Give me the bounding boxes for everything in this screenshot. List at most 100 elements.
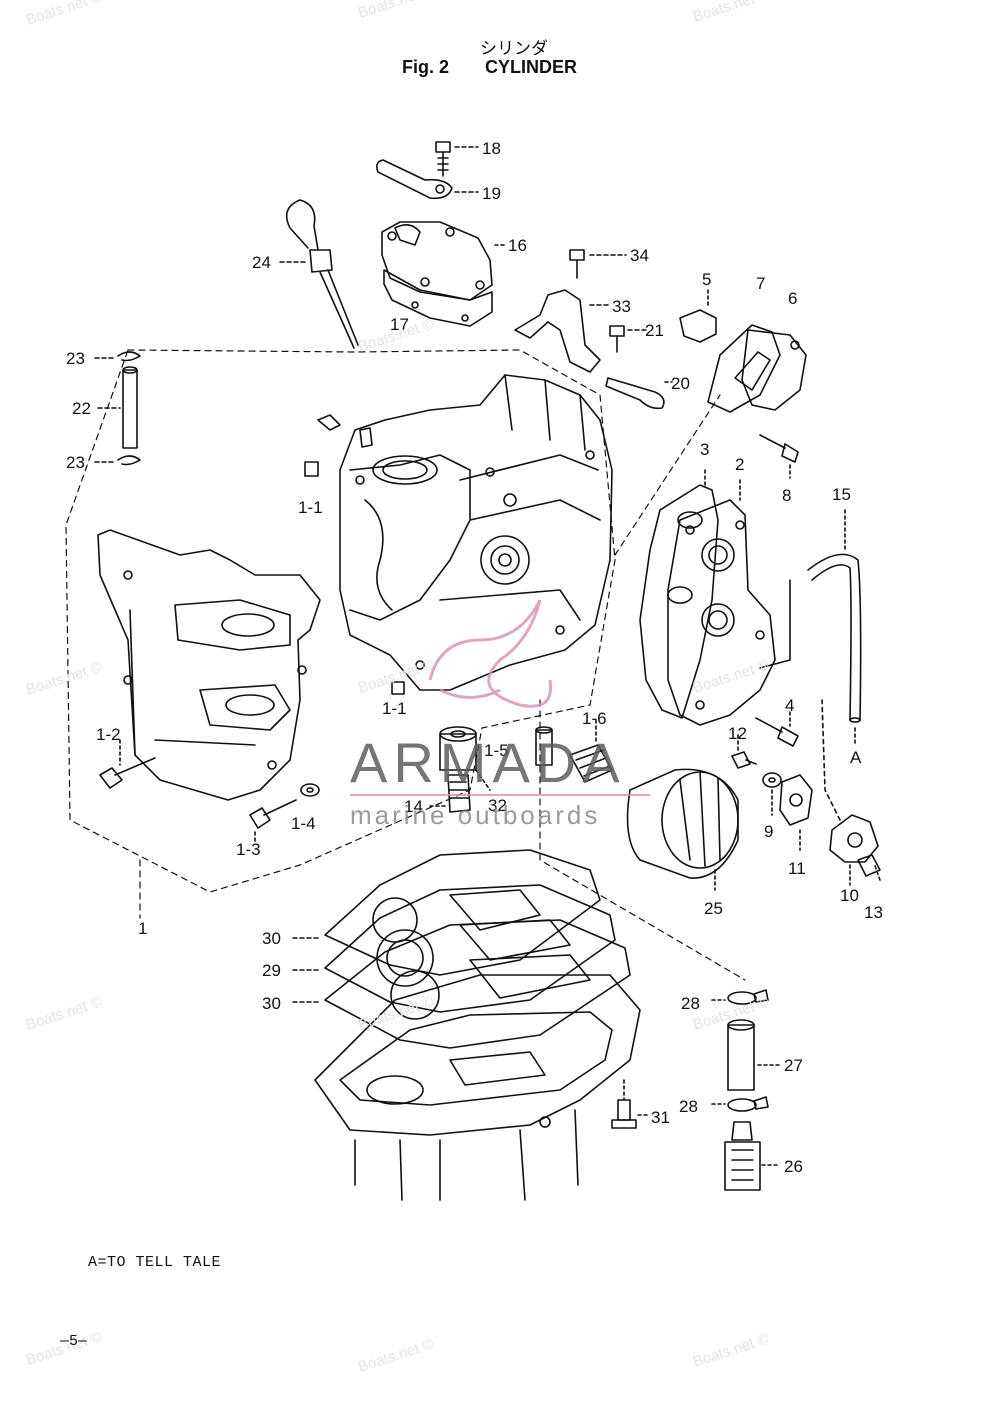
part-8-bolt bbox=[759, 434, 799, 479]
part-9-washer bbox=[762, 772, 782, 816]
callout-18: 18 bbox=[482, 139, 501, 158]
part-1-4-washer bbox=[300, 783, 320, 797]
brand-swirl-graphic bbox=[428, 599, 553, 708]
callout-1-2: 1-2 bbox=[96, 725, 121, 744]
page-number: —5— bbox=[60, 1333, 88, 1350]
callout-34: 34 bbox=[630, 246, 649, 265]
part-23-clip-upper bbox=[94, 351, 141, 362]
part-22-pin bbox=[97, 366, 138, 449]
part-23-clip-lower bbox=[94, 455, 141, 466]
part-18-screw bbox=[435, 141, 479, 177]
part-29-plate bbox=[289, 884, 616, 1013]
part-33-bracket bbox=[514, 289, 611, 373]
callout-30b: 30 bbox=[262, 994, 281, 1013]
watermark-text: Boats.net © bbox=[691, 0, 771, 26]
callout-6: 6 bbox=[788, 289, 797, 308]
japanese-title: シリンダ bbox=[480, 39, 548, 59]
callout-32: 32 bbox=[488, 796, 507, 815]
callout-23b: 23 bbox=[66, 453, 85, 472]
callout-28b: 28 bbox=[679, 1097, 698, 1116]
callout-10: 10 bbox=[840, 886, 859, 905]
part-25-oil-filter bbox=[626, 768, 739, 891]
callout-1-5: 1-5 bbox=[484, 741, 509, 760]
callout-24: 24 bbox=[252, 253, 271, 272]
part-24-dipstick bbox=[279, 199, 359, 349]
callout-1-4: 1-4 bbox=[291, 814, 316, 833]
callout-23a: 23 bbox=[66, 349, 85, 368]
callout-1: 1 bbox=[138, 919, 147, 938]
part-1-6-screw-plug bbox=[569, 719, 613, 783]
callout-1-1a: 1-1 bbox=[298, 498, 323, 517]
callout-15: 15 bbox=[832, 485, 851, 504]
watermark-text: Boats.net © bbox=[356, 1335, 436, 1375]
part-1-1-dowel-lower bbox=[391, 681, 405, 695]
part-1-crankcase bbox=[97, 529, 321, 801]
part-32-collar bbox=[439, 726, 491, 791]
part-27-hose bbox=[727, 1019, 781, 1091]
callout-14: 14 bbox=[404, 797, 423, 816]
callout-1-1b: 1-1 bbox=[382, 699, 407, 718]
part-13-bolt bbox=[857, 854, 881, 881]
callout-8: 8 bbox=[782, 486, 791, 505]
watermark-layer: Boats.net © Boats.net © Boats.net © Boats.n… bbox=[24, 0, 771, 1376]
watermark-text: Boats.net © bbox=[691, 1330, 771, 1370]
callout-7: 7 bbox=[756, 274, 765, 293]
callout-17: 17 bbox=[390, 315, 409, 334]
callout-A: A bbox=[850, 748, 862, 767]
part-17-gasket bbox=[383, 269, 493, 327]
part-34-bolt bbox=[569, 249, 627, 279]
part-5-plug bbox=[679, 289, 717, 343]
part-12-bolt bbox=[731, 734, 757, 769]
part-11-gasket bbox=[779, 774, 813, 851]
callout-33: 33 bbox=[612, 297, 631, 316]
watermark-text: Boats.net © bbox=[24, 993, 104, 1033]
callout-11: 11 bbox=[788, 859, 806, 878]
callout-21: 21 bbox=[645, 321, 664, 340]
part-26-strainer bbox=[724, 1121, 781, 1191]
part-1-2-bolt bbox=[99, 739, 156, 789]
callout-31: 31 bbox=[651, 1108, 670, 1127]
callout-3: 3 bbox=[700, 440, 709, 459]
part-6-thermostat-housing bbox=[741, 329, 807, 411]
part-28-clip-upper bbox=[711, 989, 769, 1005]
part-7-cover bbox=[707, 324, 781, 413]
assembly-outline bbox=[65, 349, 746, 981]
part-30-gasket-lower bbox=[289, 919, 631, 1049]
callout-16: 16 bbox=[508, 236, 527, 255]
cylinder-block bbox=[317, 374, 613, 691]
callout-9: 9 bbox=[764, 822, 773, 841]
callout-27: 27 bbox=[784, 1056, 803, 1075]
part-28-clip-lower bbox=[711, 1096, 769, 1112]
diagram-title: CYLINDER bbox=[485, 57, 578, 77]
callout-28a: 28 bbox=[681, 994, 700, 1013]
callout-2: 2 bbox=[735, 455, 744, 474]
watermark-text: Boats.net © bbox=[356, 0, 436, 22]
callout-26: 26 bbox=[784, 1157, 803, 1176]
part-30-gasket-upper bbox=[289, 849, 601, 976]
part-1-3-bolt bbox=[249, 799, 297, 843]
lower-casing bbox=[314, 974, 641, 1201]
callout-5: 5 bbox=[702, 270, 711, 289]
part-10-cover bbox=[821, 699, 879, 886]
callout-20: 20 bbox=[671, 374, 690, 393]
part-15-hose bbox=[759, 509, 862, 746]
callout-12: 12 bbox=[728, 724, 747, 743]
callout-4: 4 bbox=[785, 696, 794, 715]
part-1-5-pipe bbox=[535, 726, 553, 766]
footnote: A=TO TELL TALE bbox=[88, 1254, 222, 1271]
callout-19: 19 bbox=[482, 184, 501, 203]
callout-29: 29 bbox=[262, 961, 281, 980]
part-31-bolt bbox=[611, 1079, 649, 1129]
callout-25: 25 bbox=[704, 899, 723, 918]
callout-13: 13 bbox=[864, 903, 883, 922]
brand-tagline: marine outboards bbox=[350, 800, 601, 830]
watermark-text: Boats.net © bbox=[24, 658, 104, 698]
part-21-bolt bbox=[609, 325, 647, 353]
part-20-stay bbox=[605, 377, 673, 410]
callout-22: 22 bbox=[72, 399, 91, 418]
part-19-stay bbox=[376, 159, 479, 200]
brand-name: ARMADA bbox=[350, 731, 626, 794]
part-16-cover bbox=[381, 221, 506, 301]
